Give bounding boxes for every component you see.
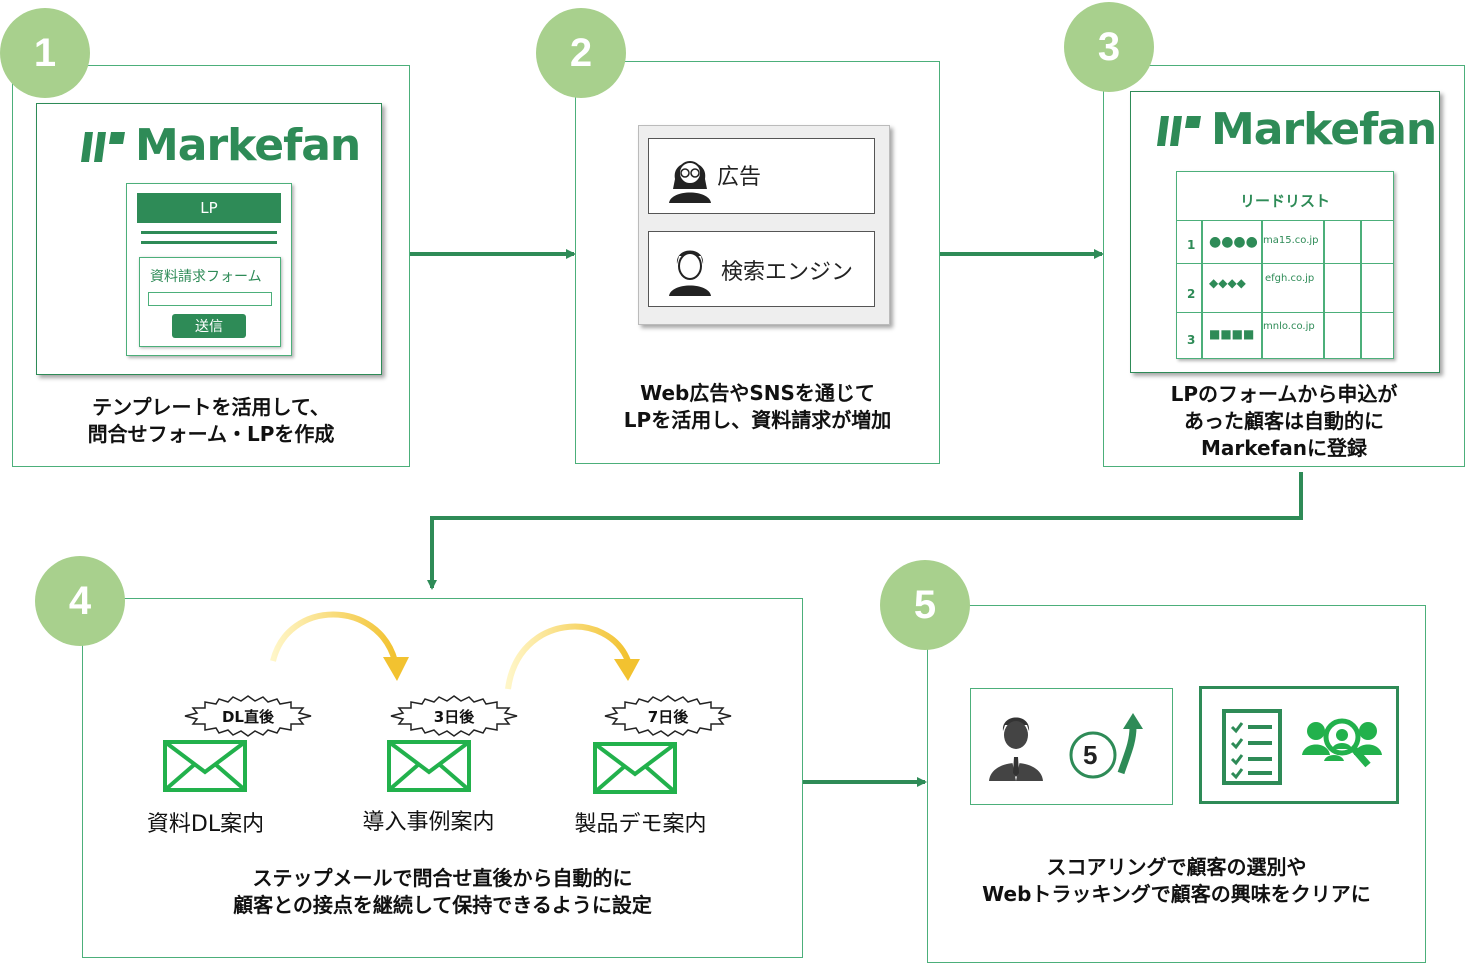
step-3-box: Markefan リードリスト 1 ●●●● ma15.co.jp 2 ◆◆◆◆…: [1103, 65, 1465, 467]
step-3-caption-line-3: Markefanに登録: [1200, 436, 1368, 460]
step-1-badge: 1: [0, 8, 90, 98]
step-5-caption-line-2: Webトラッキングで顧客の興味をクリアに: [982, 882, 1371, 906]
mail-label: 製品デモ案内: [574, 812, 707, 837]
envelope-icon: [387, 740, 471, 792]
step-5-badge: 5: [880, 560, 970, 650]
step-1-caption-line-1: テンプレートを活用して、: [92, 395, 330, 419]
step-1-caption-line-2: 問合せフォーム・LPを作成: [87, 422, 335, 446]
step-3-badge: 3: [1064, 2, 1154, 92]
lp-mockup: LP 資料請求フォーム 送信: [126, 183, 292, 356]
lead-no: 1: [1187, 238, 1196, 252]
step-2-caption-line-2: LPを活用し、資料請求が増加: [623, 408, 892, 432]
envelope-icon: [593, 742, 677, 794]
woman-avatar-icon: [669, 161, 711, 203]
step-2-badge: 2: [536, 8, 626, 98]
submit-label: 送信: [195, 319, 223, 335]
lp-header-label: LP: [200, 199, 218, 217]
mail-label: 導入事例案内: [362, 810, 495, 835]
mail-item: 7日後 製品デモ案内: [553, 694, 753, 844]
step-2-box: 広告 検索エンジン Web広告やSNSを通じて LPを活用し、資料請求が増加: [575, 61, 940, 464]
step-2-caption-line-1: Web広告やSNSを通じて: [640, 381, 875, 405]
channel-ad-label: 広告: [717, 165, 762, 190]
lp-line-2: [141, 241, 277, 244]
envelope-icon: [163, 740, 247, 792]
lead-name: ◆◆◆◆: [1209, 276, 1246, 290]
businessman-icon: [989, 717, 1043, 781]
lead-no: 3: [1187, 333, 1196, 347]
step-5-caption: スコアリングで顧客の選別や Webトラッキングで顧客の興味をクリアに: [928, 854, 1425, 908]
markefan-logo: Markefan: [81, 120, 361, 171]
step-3-caption: LPのフォームから申込が あった顧客は自動的に Markefanに登録: [1104, 381, 1464, 462]
submit-button[interactable]: 送信: [172, 314, 246, 338]
markefan-screen-3: Markefan リードリスト 1 ●●●● ma15.co.jp 2 ◆◆◆◆…: [1130, 91, 1440, 373]
step-3-caption-line-2: あった顧客は自動的に: [1184, 409, 1384, 433]
step-1-caption: テンプレートを活用して、 問合せフォーム・LPを作成: [13, 394, 409, 448]
mail-item: 3日後 導入事例案内: [341, 694, 518, 844]
burst-badge: [184, 695, 312, 737]
step-4-caption-line-1: ステップメールで問合せ直後から自動的に: [252, 866, 633, 890]
table-row: [1177, 263, 1393, 312]
channel-search: 検索エンジン: [648, 231, 875, 307]
markefan-logo-icon: [81, 131, 125, 162]
scoring-card: 5: [970, 688, 1173, 805]
channel-panel: 広告 検索エンジン: [638, 125, 890, 325]
score-value: 5: [1083, 740, 1098, 770]
col-divider: [1360, 220, 1362, 358]
table-row: [1177, 220, 1393, 269]
lead-email: ma15.co.jp: [1263, 235, 1319, 246]
lead-list-title: リードリスト: [1239, 192, 1330, 210]
table-row: [1177, 312, 1393, 358]
step-3-caption-line-1: LPのフォームから申込が: [1170, 382, 1398, 406]
mail-timing: DL直後: [221, 708, 274, 726]
step-5-box: 5 スコアリングで顧客の選別や Webトラッキングで顧客の興味をクリ: [927, 605, 1426, 963]
checklist-icon: [1222, 709, 1282, 785]
step-4-badge: 4: [35, 556, 125, 646]
lead-name: ■■■■: [1209, 327, 1255, 341]
score-up-arrow-icon: [1069, 713, 1143, 779]
user-search-icon: [1302, 718, 1382, 768]
col-divider: [1261, 220, 1263, 358]
logo-text: Markefan: [135, 120, 361, 171]
channel-search-label: 検索エンジン: [721, 260, 854, 285]
step-4-caption: ステップメールで問合せ直後から自動的に 顧客との接点を継続して保持できるように設…: [83, 865, 802, 919]
lp-line-1: [141, 231, 277, 234]
mail-timing: 7日後: [647, 708, 689, 726]
lead-list-table: リードリスト 1 ●●●● ma15.co.jp 2 ◆◆◆◆ efgh.co.…: [1176, 171, 1394, 359]
lp-form: 資料請求フォーム 送信: [139, 257, 281, 347]
form-input[interactable]: [148, 292, 272, 306]
arrow-3-to-4: [427, 472, 1303, 590]
col-divider: [1201, 220, 1203, 358]
mail-item: DL直後 資料DL案内: [133, 694, 312, 844]
step-5-caption-line-1: スコアリングで顧客の選別や: [1046, 855, 1307, 879]
schedule-arrows: [270, 611, 640, 690]
step-2-caption: Web広告やSNSを通じて LPを活用し、資料請求が増加: [576, 380, 939, 434]
analysis-card: [1199, 686, 1399, 804]
curve-arrow-1: [270, 611, 398, 662]
lp-header: LP: [137, 193, 281, 223]
step-1-box: Markefan LP 資料請求フォーム 送信 テンプレートを活用して、 問合せ…: [12, 65, 410, 467]
step-4-box: DL直後 資料DL案内 3日後 導入事例案内 7日後: [82, 598, 803, 958]
lead-no: 2: [1187, 287, 1196, 301]
lead-name: ●●●●: [1209, 234, 1258, 250]
mail-label: 資料DL案内: [146, 812, 265, 837]
markefan-screen-1: Markefan LP 資料請求フォーム 送信: [36, 103, 382, 375]
mail-timing: 3日後: [433, 708, 475, 726]
curve-arrow-2: [505, 623, 631, 690]
burst-badge: [390, 695, 518, 737]
logo-text: Markefan: [1211, 104, 1437, 155]
lead-email: mnlo.co.jp: [1263, 321, 1315, 332]
col-divider: [1323, 220, 1325, 358]
markefan-logo-icon: [1157, 115, 1201, 146]
step-4-caption-line-2: 顧客との接点を継続して保持できるように設定: [233, 893, 652, 917]
burst-badge: [604, 695, 732, 737]
form-title: 資料請求フォーム: [150, 269, 262, 285]
markefan-logo: Markefan: [1157, 104, 1437, 155]
channel-ad: 広告: [648, 138, 875, 214]
lead-email: efgh.co.jp: [1265, 273, 1315, 284]
man-avatar-icon: [669, 250, 711, 296]
